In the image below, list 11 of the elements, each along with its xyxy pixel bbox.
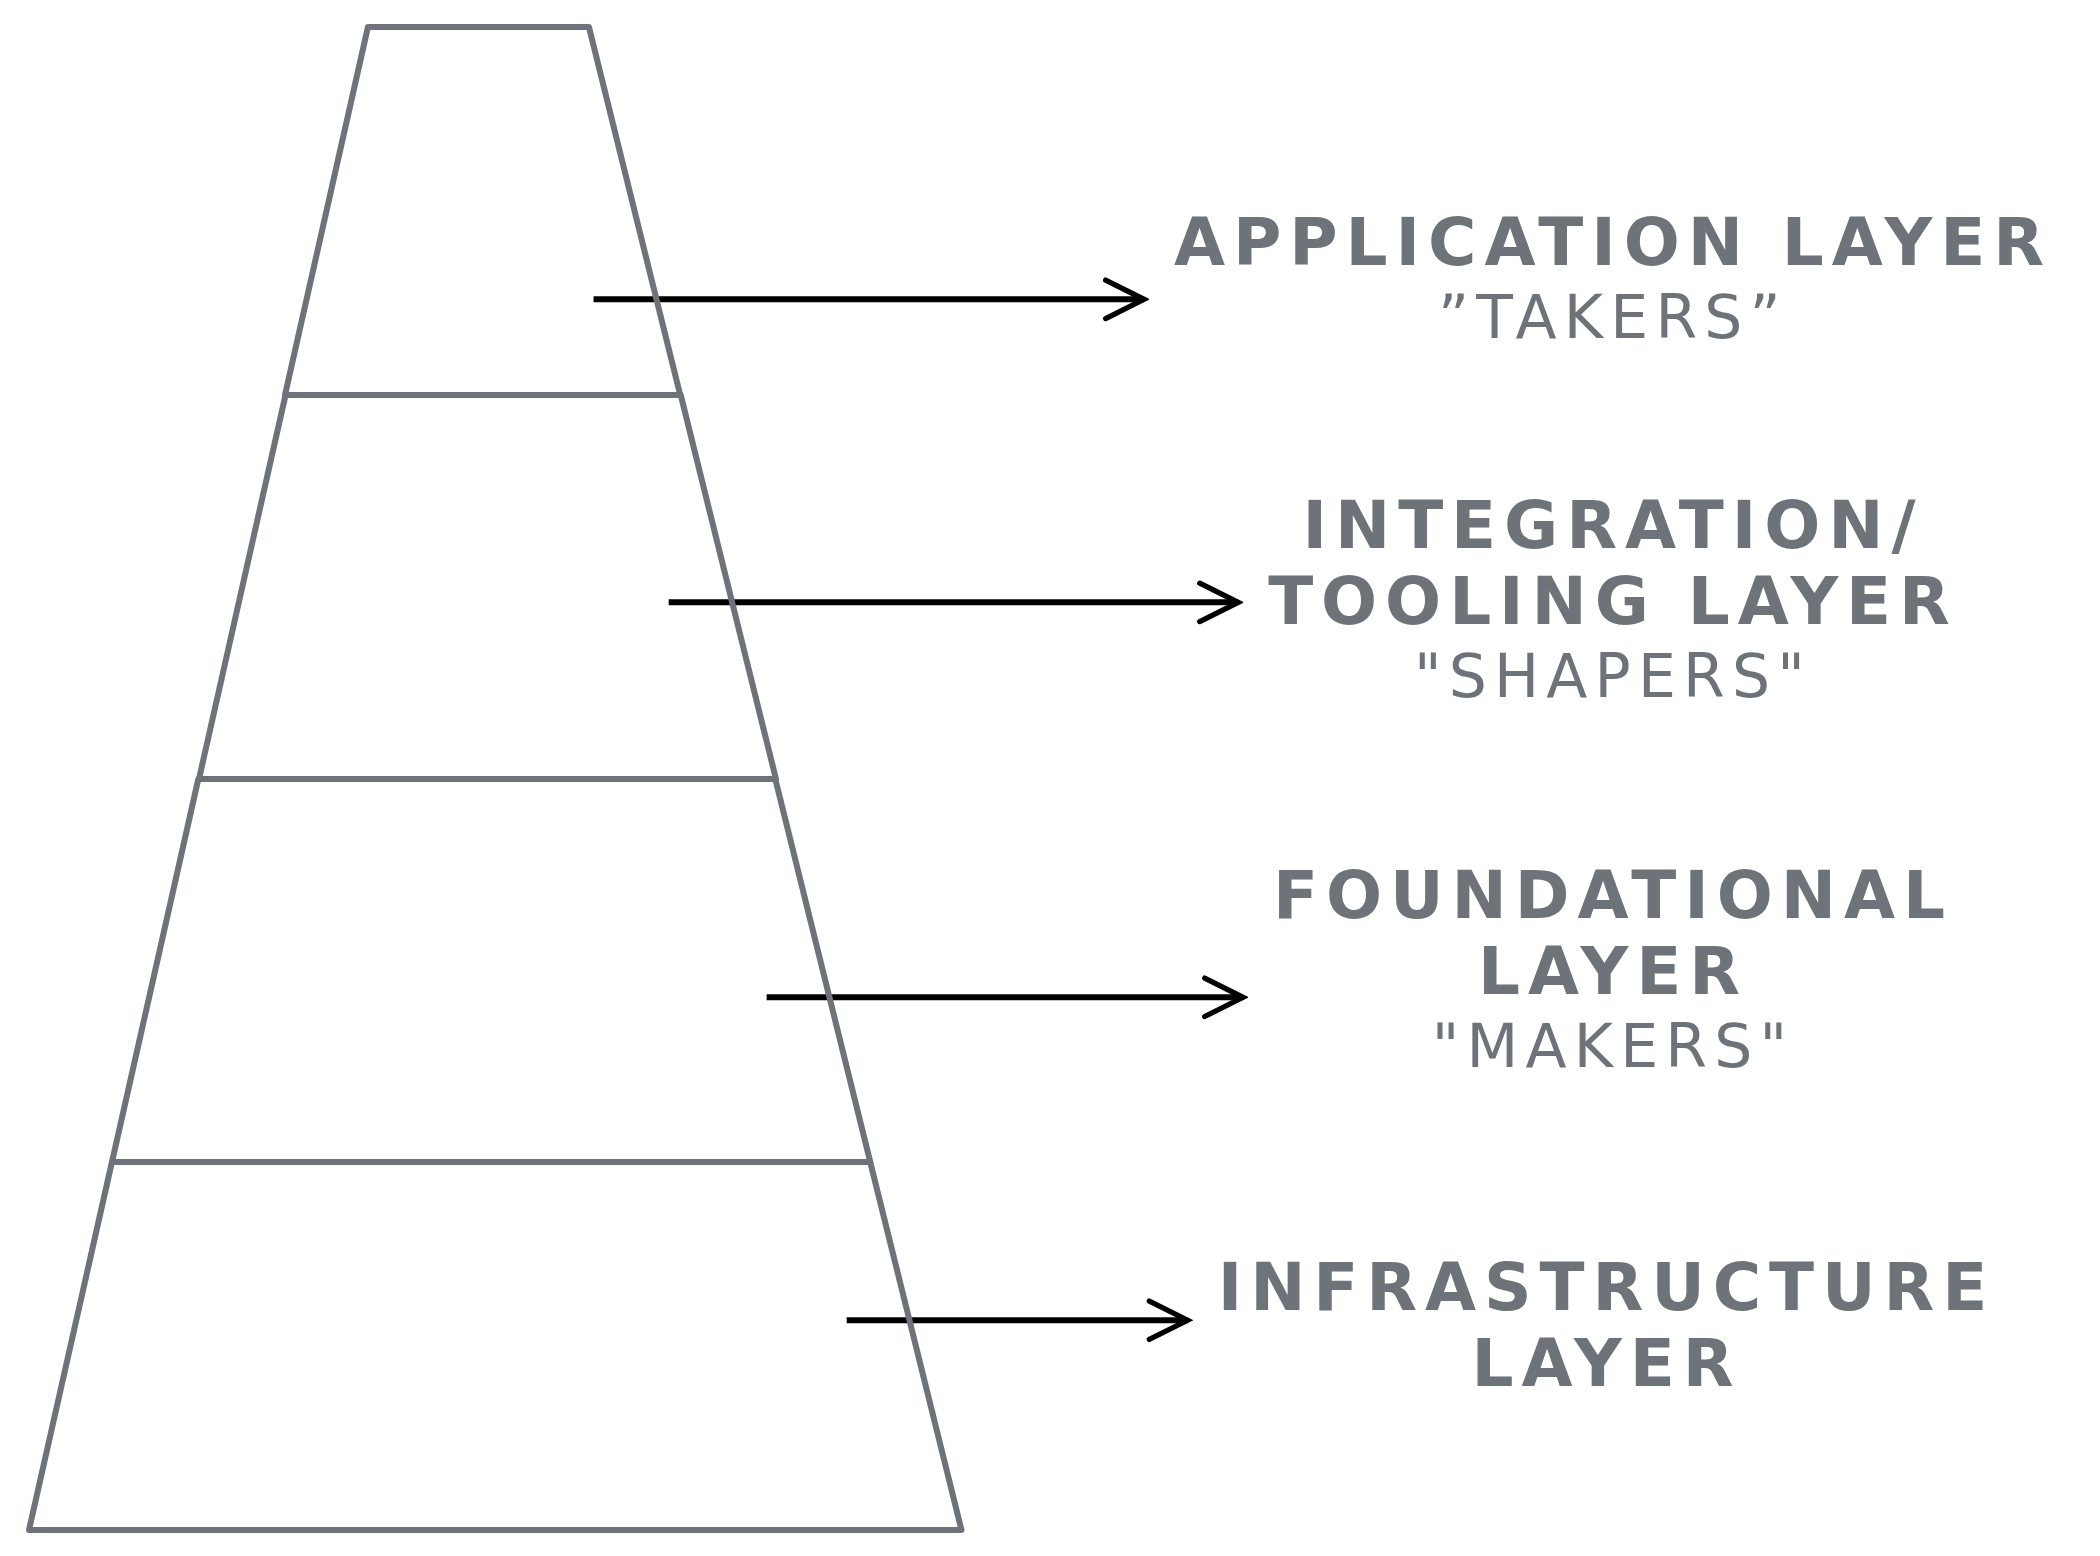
layer-role: ”TAKERS” xyxy=(1438,280,1788,353)
layer-title: FOUNDATIONAL LAYER xyxy=(1272,858,1954,1010)
layer-title: APPLICATION LAYER xyxy=(1174,205,2052,281)
layer-role: "MAKERS" xyxy=(1431,1009,1795,1082)
layer-role: "SHAPERS" xyxy=(1413,639,1813,712)
arrow xyxy=(766,975,1246,1020)
arrow xyxy=(668,580,1241,625)
arrow xyxy=(846,1298,1191,1343)
layer-title: INTEGRATION/ TOOLING LAYER xyxy=(1267,488,1959,640)
layer-title: INFRASTRUCTURE LAYER xyxy=(1216,1250,1997,1402)
arrow xyxy=(593,277,1147,322)
